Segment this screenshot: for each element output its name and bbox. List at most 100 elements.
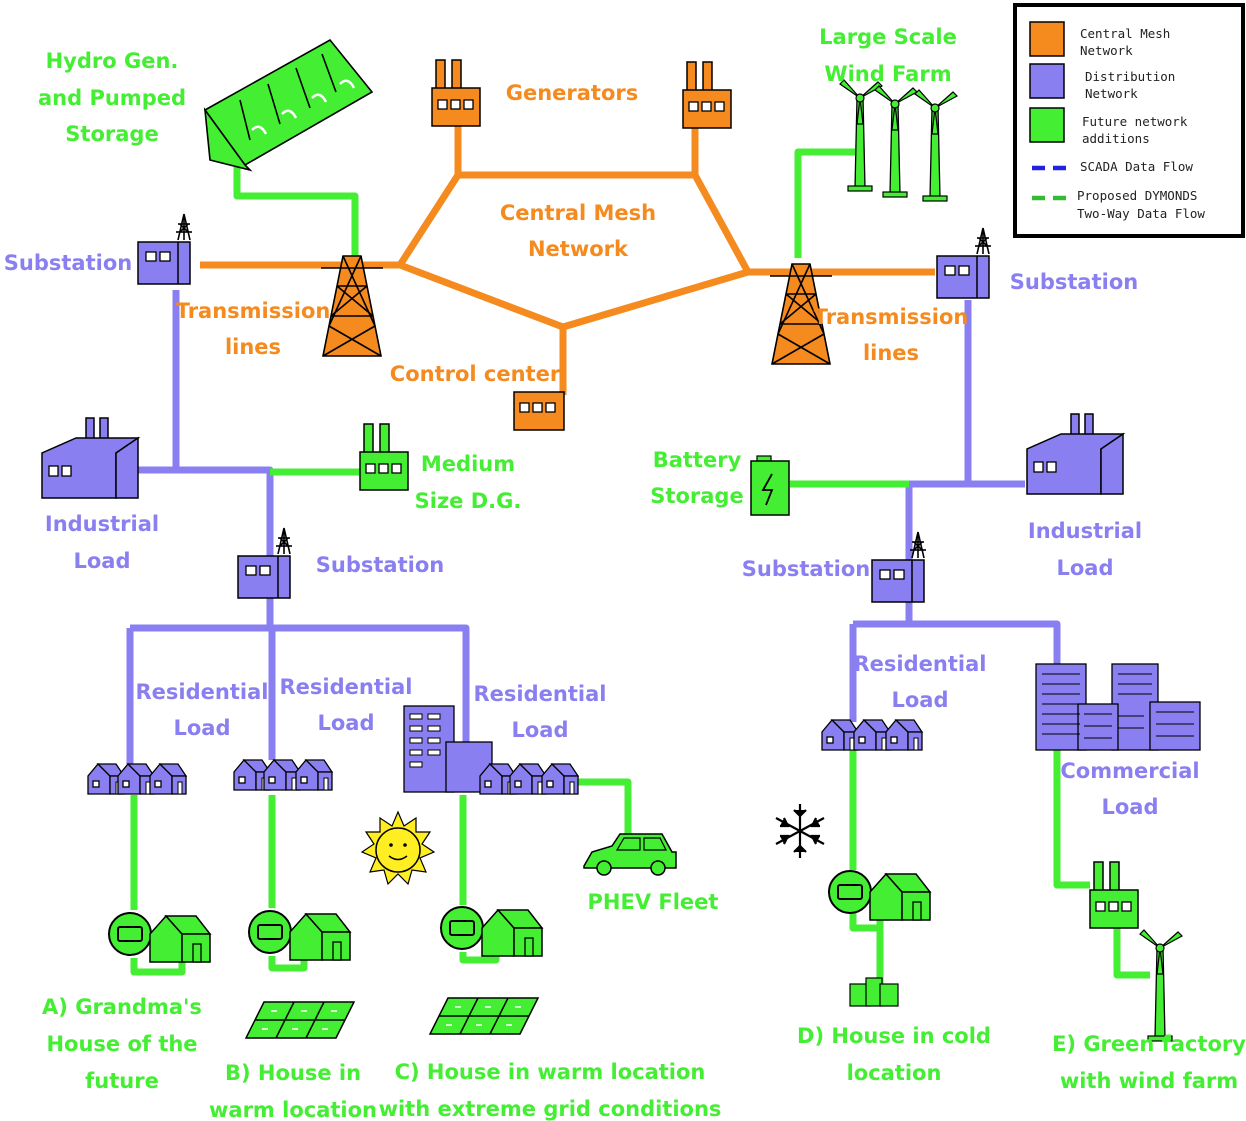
transmission-left-label: Transmission lines [176, 299, 331, 359]
houses-row-2-icon [233, 759, 333, 791]
substation-mid-right-label: Substation [742, 557, 870, 581]
svg-text:Load: Load [1056, 556, 1113, 580]
svg-text:Battery: Battery [653, 448, 742, 472]
case-e-label: E) Green factory with wind farm [1052, 1032, 1246, 1093]
legend-swatch-central [1029, 21, 1065, 57]
smart-house-b-icon [248, 910, 351, 961]
res-load-1-label: Residential Load [136, 680, 269, 740]
svg-text:location: location [847, 1061, 942, 1085]
svg-text:Load: Load [891, 688, 948, 712]
svg-text:Large Scale: Large Scale [819, 25, 957, 49]
svg-text:Residential: Residential [280, 675, 413, 699]
central-mesh-label: Central Mesh Network [500, 201, 656, 261]
svg-text:D) House in cold: D) House in cold [797, 1024, 991, 1048]
smart-house-d-icon [828, 870, 931, 921]
legend-future-line1: Future network [1082, 114, 1188, 129]
industrial-left-label: Industrial Load [45, 512, 159, 573]
apartments-row-3-icon [403, 705, 579, 795]
svg-text:Load: Load [1101, 795, 1158, 819]
fuel-cell-icon [849, 977, 899, 1007]
svg-text:Wind Farm: Wind Farm [824, 62, 951, 86]
transmission-right-label: Transmission lines [814, 305, 969, 365]
control-center-label: Control center [390, 362, 561, 386]
substation-top-right-icon [936, 227, 992, 299]
industrial-right-label: Industrial Load [1028, 519, 1142, 580]
snowflake-icon [775, 804, 825, 858]
control-center-icon [513, 391, 565, 431]
smart-house-a-icon [108, 912, 211, 963]
solar-panel-c-icon [429, 997, 539, 1035]
svg-text:Residential: Residential [854, 652, 987, 676]
houses-row-4-icon [821, 719, 923, 751]
wind-farm-label: Large Scale Wind Farm [819, 25, 957, 86]
res-load-4-label: Residential Load [854, 652, 987, 712]
commercial-label: Commercial Load [1060, 759, 1199, 819]
svg-text:Storage: Storage [650, 484, 743, 508]
industrial-right-icon [1026, 413, 1124, 495]
medium-dg-icon [359, 423, 409, 491]
svg-text:E) Green factory: E) Green factory [1052, 1032, 1246, 1056]
res-load-3-label: Residential Load [474, 682, 607, 742]
houses-row-1-icon [87, 763, 187, 795]
industrial-left-icon [41, 417, 139, 499]
legend-scada-label: SCADA Data Flow [1080, 159, 1193, 174]
svg-text:Load: Load [317, 711, 374, 735]
svg-text:Industrial: Industrial [1028, 519, 1142, 543]
green-factory-icon [1089, 861, 1139, 929]
legend-swatch-future [1029, 107, 1065, 143]
wind-farm-icon [839, 79, 958, 202]
legend: Central Mesh Network Distribution Networ… [1013, 3, 1245, 238]
svg-text:Central Mesh: Central Mesh [500, 201, 656, 225]
case-b-label: B) House in warm location [209, 1061, 377, 1121]
res-load-2-label: Residential Load [280, 675, 413, 735]
generator-left-icon [431, 59, 481, 127]
legend-distribution-line1: Distribution [1085, 69, 1175, 84]
svg-text:warm location: warm location [209, 1098, 377, 1121]
case-a-label: A) Grandma's House of the future [42, 995, 202, 1093]
substation-mid-left-label: Substation [316, 553, 444, 577]
svg-text:with wind farm: with wind farm [1060, 1069, 1238, 1093]
hydro-label: Hydro Gen. and Pumped Storage [38, 49, 186, 146]
substation-mid-left-icon [237, 527, 293, 599]
substation-mid-right-icon [871, 531, 927, 603]
svg-text:Commercial: Commercial [1060, 759, 1199, 783]
legend-dymonds-line2: Two-Way Data Flow [1077, 206, 1205, 221]
phev-label: PHEV Fleet [588, 890, 719, 914]
svg-text:lines: lines [225, 335, 281, 359]
legend-future-line2: additions [1082, 131, 1150, 146]
svg-text:Storage: Storage [65, 122, 158, 146]
svg-text:Load: Load [511, 718, 568, 742]
svg-text:Load: Load [73, 549, 130, 573]
svg-text:Size D.G.: Size D.G. [415, 489, 522, 513]
svg-text:future: future [85, 1069, 159, 1093]
svg-text:Residential: Residential [136, 680, 269, 704]
substation-top-left-label: Substation [4, 251, 132, 275]
smart-house-c-icon [440, 906, 543, 957]
svg-text:B) House in: B) House in [225, 1061, 361, 1085]
svg-text:lines: lines [863, 341, 919, 365]
central-mesh-lines [200, 120, 935, 395]
commercial-buildings-icon [1035, 663, 1201, 751]
case-d-label: D) House in cold location [797, 1024, 991, 1085]
svg-text:Residential: Residential [474, 682, 607, 706]
svg-text:with extreme grid conditions: with extreme grid conditions [379, 1097, 722, 1121]
legend-distribution-line2: Network [1085, 86, 1138, 101]
svg-text:Network: Network [528, 237, 629, 261]
svg-text:Transmission: Transmission [176, 299, 331, 323]
solar-panel-b-icon [245, 1001, 355, 1039]
svg-text:Transmission: Transmission [814, 305, 969, 329]
substation-top-right-label: Substation [1010, 270, 1138, 294]
svg-text:C) House in warm location: C) House in warm location [395, 1060, 706, 1084]
svg-text:and Pumped: and Pumped [38, 86, 186, 110]
factory-turbine-icon [1139, 929, 1183, 1042]
legend-central-line1: Central Mesh [1080, 26, 1170, 41]
sun-icon [360, 810, 436, 886]
legend-central-line2: Network [1080, 43, 1133, 58]
medium-dg-label: Medium Size D.G. [415, 452, 522, 513]
battery-icon [750, 455, 790, 516]
svg-text:A) Grandma's: A) Grandma's [42, 995, 202, 1019]
svg-text:Medium: Medium [421, 452, 515, 476]
legend-dymonds-line1: Proposed DYMONDS [1077, 188, 1197, 203]
svg-text:Hydro Gen.: Hydro Gen. [46, 49, 179, 73]
